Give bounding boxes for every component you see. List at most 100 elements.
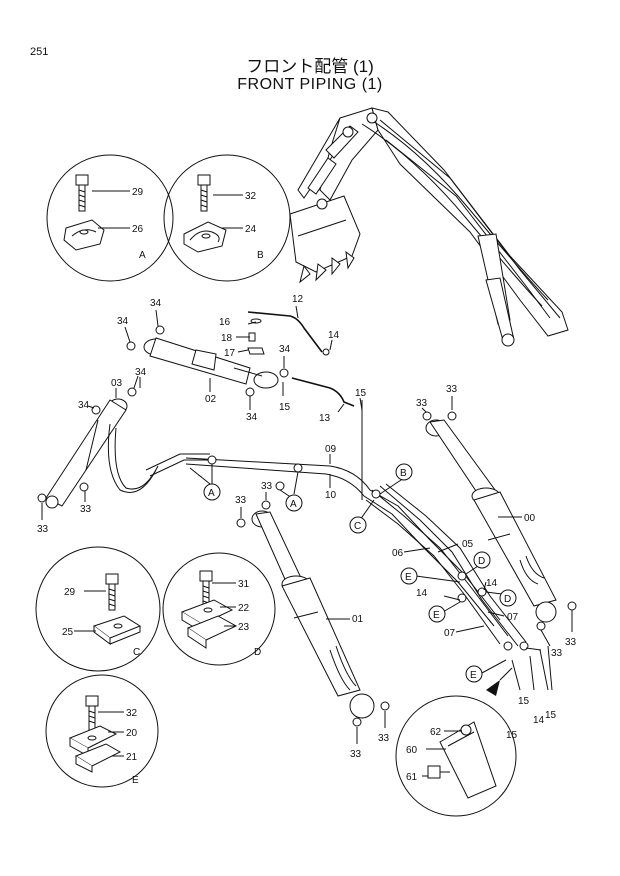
- part-label: 15: [506, 730, 518, 741]
- part-label: 33: [416, 398, 428, 409]
- part-label: 15: [518, 696, 530, 707]
- part-label: 18: [221, 333, 233, 344]
- view-letter-b: B: [257, 250, 264, 261]
- nut-icon: [155, 325, 165, 335]
- detail-view-d: 31 22 23 D: [162, 552, 276, 666]
- callout-a: A: [208, 488, 215, 499]
- center-cylinder-assembly: [236, 492, 390, 744]
- excavator-front-attachment: [289, 107, 569, 347]
- bolt-icon: [75, 174, 89, 212]
- bolt-icon: [85, 695, 99, 731]
- part-label: 33: [235, 495, 247, 506]
- part-label: 15: [355, 388, 367, 399]
- part-label: 16: [219, 317, 231, 328]
- part-label: 33: [378, 733, 390, 744]
- callout-b: B: [400, 468, 407, 479]
- callout-e: E: [405, 572, 412, 583]
- part-32-label: 32: [126, 708, 138, 719]
- page-title: FRONT PIPING (1): [237, 76, 383, 93]
- part-31-label: 31: [238, 579, 250, 590]
- nut-icon: [79, 482, 89, 492]
- nut-icon: [245, 387, 255, 397]
- nut-icon: [567, 601, 577, 611]
- part-label: 07: [444, 628, 456, 639]
- right-cylinder-assembly: [421, 396, 577, 647]
- page-number: 251: [30, 46, 49, 58]
- part-61-label: 61: [406, 772, 418, 783]
- detail-view-bracket: 62 60 61: [395, 667, 517, 817]
- clamp-icon: [68, 725, 122, 773]
- part-label: 33: [565, 637, 577, 648]
- part-label: 33: [551, 648, 563, 659]
- part-32-label: 32: [245, 191, 257, 202]
- part-label: 34: [246, 412, 258, 423]
- part-21-label: 21: [126, 752, 138, 763]
- part-label: 03: [111, 378, 123, 389]
- nut-icon: [422, 411, 432, 421]
- clamp-icon: [180, 599, 238, 649]
- part-label: 14: [416, 588, 428, 599]
- detail-view-b: 32 24 B: [163, 154, 291, 282]
- view-letter-a: A: [139, 250, 146, 261]
- part-label: 34: [150, 298, 162, 309]
- part-label: 01: [352, 614, 364, 625]
- bucket-cylinder-assembly: [126, 311, 363, 500]
- nut-icon: [279, 368, 289, 378]
- clamp-icon: [92, 615, 142, 645]
- part-22-label: 22: [238, 603, 250, 614]
- detail-view-c: 29 25 C: [35, 546, 161, 672]
- page-title-japanese: フロント配管 (1): [246, 57, 374, 76]
- clamp-icon: [183, 221, 227, 253]
- nut-icon: [91, 405, 101, 415]
- part-label: 34: [78, 400, 90, 411]
- part-label: 07: [507, 612, 519, 623]
- part-label: 33: [446, 384, 458, 395]
- detail-view-e: 32 20 21 E: [45, 674, 159, 788]
- view-letter-e: E: [132, 775, 139, 786]
- nut-icon: [261, 500, 271, 510]
- part-label: 15: [545, 710, 557, 721]
- callout-e: E: [433, 610, 440, 621]
- callout-d: D: [504, 594, 511, 605]
- clamp-icon: [63, 219, 105, 251]
- view-letter-c: C: [133, 647, 140, 658]
- part-23-label: 23: [238, 622, 250, 633]
- part-26-label: 26: [132, 224, 144, 235]
- detail-view-a: 29 26 A: [46, 154, 174, 282]
- part-62-label: 62: [430, 727, 442, 738]
- part-label: 00: [524, 513, 536, 524]
- part-60-label: 60: [406, 745, 418, 756]
- bolt-icon: [105, 573, 119, 611]
- part-label: 02: [205, 394, 217, 405]
- part-label: 13: [319, 413, 331, 424]
- main-pipes: [145, 453, 553, 691]
- part-25-label: 25: [62, 627, 74, 638]
- left-cylinder-assembly: [37, 375, 159, 520]
- bolt-icon: [197, 174, 211, 212]
- part-label: 14: [533, 715, 545, 726]
- nut-icon: [37, 493, 47, 503]
- part-label: 14: [486, 578, 498, 589]
- callout-a: A: [290, 499, 297, 510]
- part-label: 33: [350, 749, 362, 760]
- part-label: 34: [279, 344, 291, 355]
- nut-icon: [127, 387, 137, 397]
- nut-icon: [126, 341, 136, 351]
- part-label: 12: [292, 294, 304, 305]
- nut-icon: [352, 717, 362, 727]
- part-29-label: 29: [64, 587, 76, 598]
- callout-e: E: [470, 670, 477, 681]
- part-label: 33: [261, 481, 273, 492]
- callout-d: D: [478, 556, 485, 567]
- leader-lines: [124, 305, 363, 413]
- nut-icon: [447, 411, 457, 421]
- part-label: 05: [462, 539, 474, 550]
- part-label: 33: [80, 504, 92, 515]
- part-label: 17: [224, 348, 236, 359]
- part-label: 06: [392, 548, 404, 559]
- part-label: 34: [117, 316, 129, 327]
- part-label: 10: [325, 490, 337, 501]
- part-label: 14: [328, 330, 340, 341]
- part-24-label: 24: [245, 224, 257, 235]
